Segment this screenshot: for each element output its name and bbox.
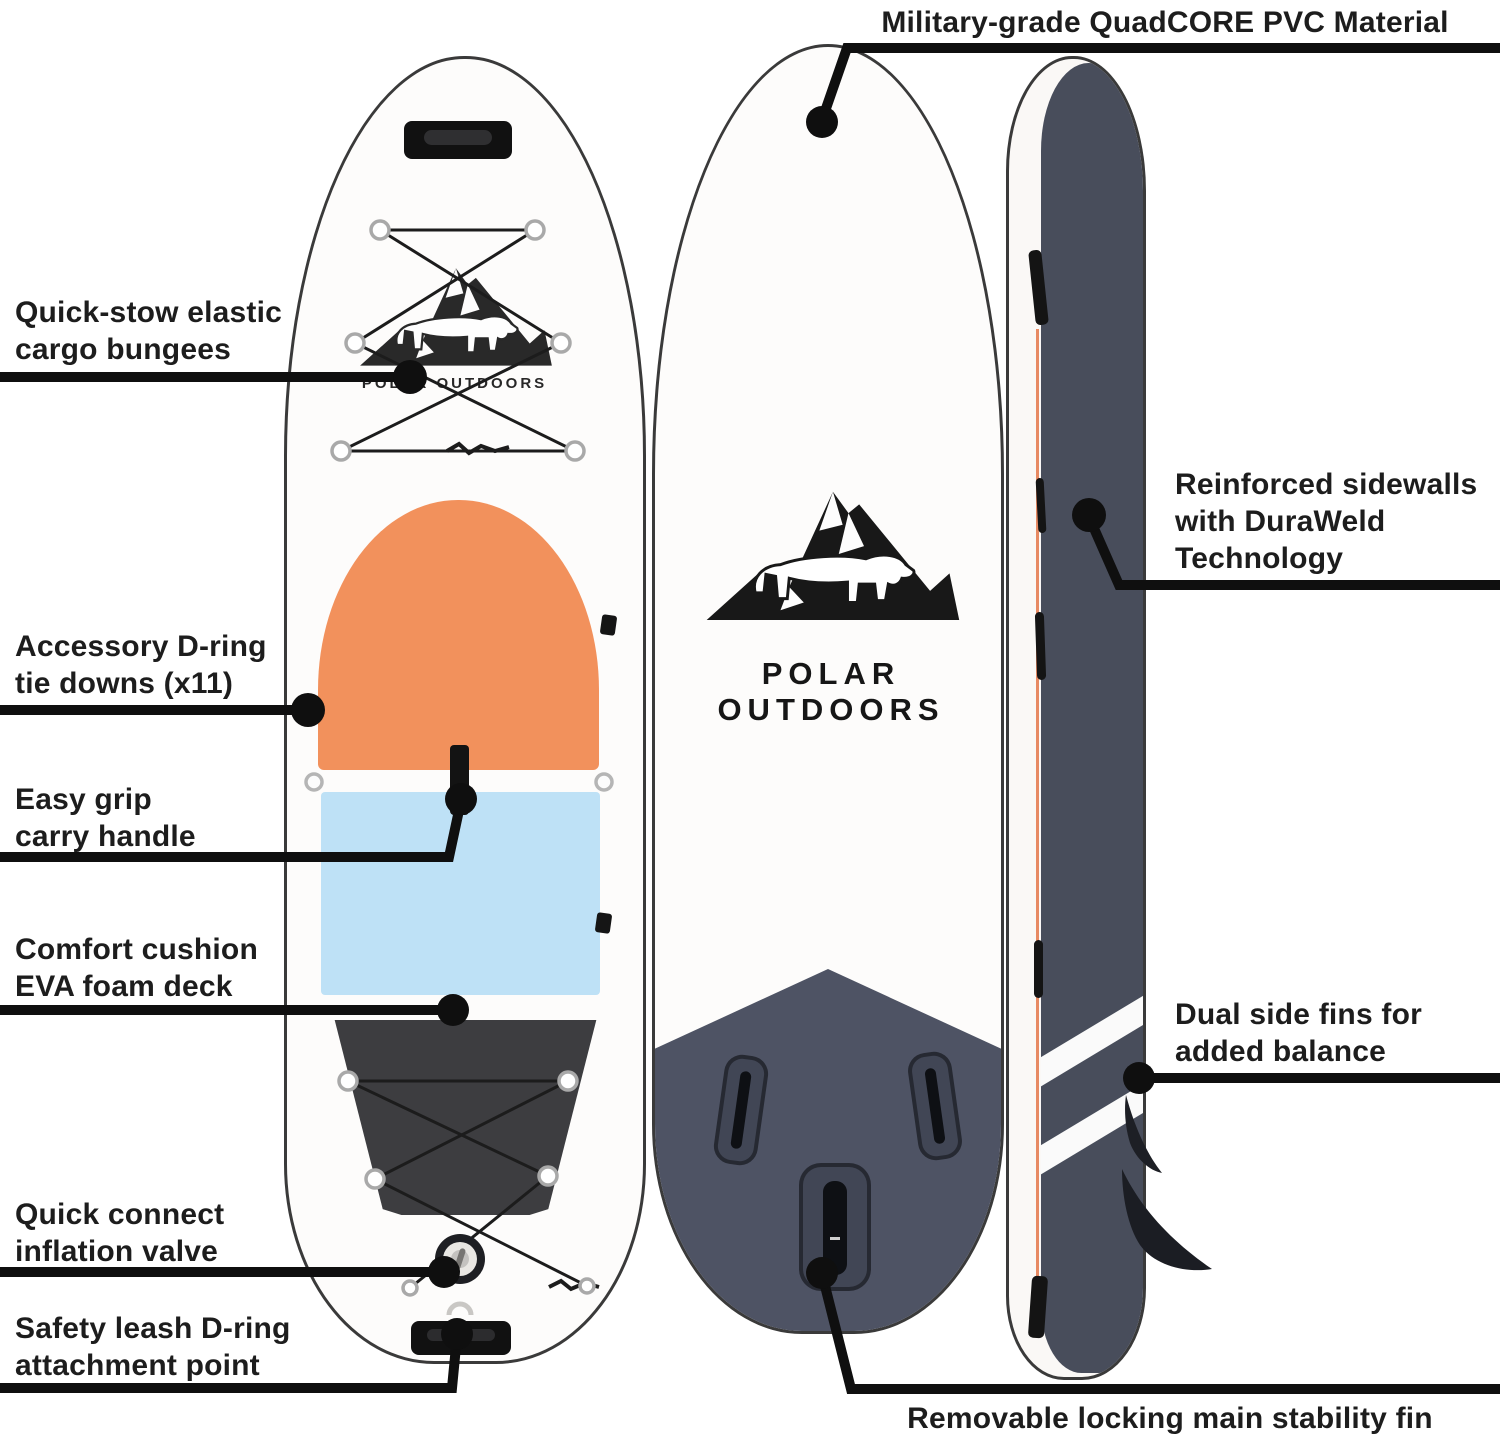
rail-accent-stripe [1036, 329, 1039, 1329]
callout-dot-reinforced [1072, 498, 1106, 532]
callout-label-comfort: Comfort cushion EVA foam deck [15, 933, 258, 1003]
callout-dot-easy-grip [445, 783, 477, 815]
callout-dot-removable [806, 1257, 838, 1289]
callout-dot-dual-fins [1123, 1062, 1155, 1094]
callout-dot-quick-connect [428, 1256, 460, 1288]
front-dring-set [330, 219, 586, 462]
nose-carry-handle [404, 121, 512, 159]
side-fin [1125, 1095, 1162, 1173]
callout-label-easy-grip: Easy grip carry handle [15, 783, 196, 853]
callout-label-quick-connect: Quick connect inflation valve [15, 1198, 225, 1268]
mountain-bear-logo-icon [706, 491, 960, 620]
callout-label-reinforced: Reinforced sidewalls with DuraWeld Techn… [1175, 468, 1478, 575]
callout-label-removable: Removable locking main stability fin [907, 1402, 1433, 1435]
callout-line-military [817, 43, 1500, 122]
callout-line-safety [0, 1335, 462, 1393]
rear-bungee-cords [347, 1079, 600, 1292]
side-deck-surface [1041, 63, 1143, 1373]
inflation-valve [435, 1234, 485, 1284]
brand-logo-small: POLAR OUTDOORS [347, 255, 562, 415]
callout-label-safety: Safety leash D-ring attachment point [15, 1312, 291, 1382]
callout-label-dual-fins: Dual side fins for added balance [1175, 998, 1422, 1068]
nose-handle-grip [424, 130, 492, 145]
side-view-fins [1122, 1095, 1212, 1271]
callout-label-quick-stow: Quick-stow elastic cargo bungees [15, 296, 283, 366]
leash-arch [446, 1301, 474, 1316]
brand-wordmark-large: POLAR OUTDOORS [717, 656, 945, 727]
callout-label-accessory: Accessory D-ring tie downs (x11) [15, 630, 267, 700]
callout-dot-comfort [437, 994, 469, 1026]
callout-line-reinforced [1084, 514, 1500, 590]
rear-dring-set [337, 1070, 596, 1297]
mountain-bear-logo-icon [360, 268, 552, 366]
callout-dot-safety [441, 1318, 473, 1350]
mid-dring-set [304, 772, 614, 792]
callout-label-military: Military-grade QuadCORE PVC Material [881, 6, 1449, 39]
main-stability-fin [1122, 1169, 1212, 1271]
front-bungee-cords [340, 228, 576, 456]
board-side-view [1006, 56, 1146, 1380]
board-top-view: POLAR OUTDOORS [284, 56, 646, 1364]
brand-logo-large: POLAR OUTDOORS [695, 452, 967, 727]
callout-dot-accessory [291, 693, 325, 727]
bungee-cords-overlay [304, 219, 614, 1316]
rail-dring-edge [1034, 940, 1043, 998]
callout-line-removable [817, 1272, 1500, 1394]
callout-line-easy-grip [0, 799, 466, 862]
callout-dot-quick-stow [393, 360, 427, 394]
callout-dot-military [806, 106, 838, 138]
